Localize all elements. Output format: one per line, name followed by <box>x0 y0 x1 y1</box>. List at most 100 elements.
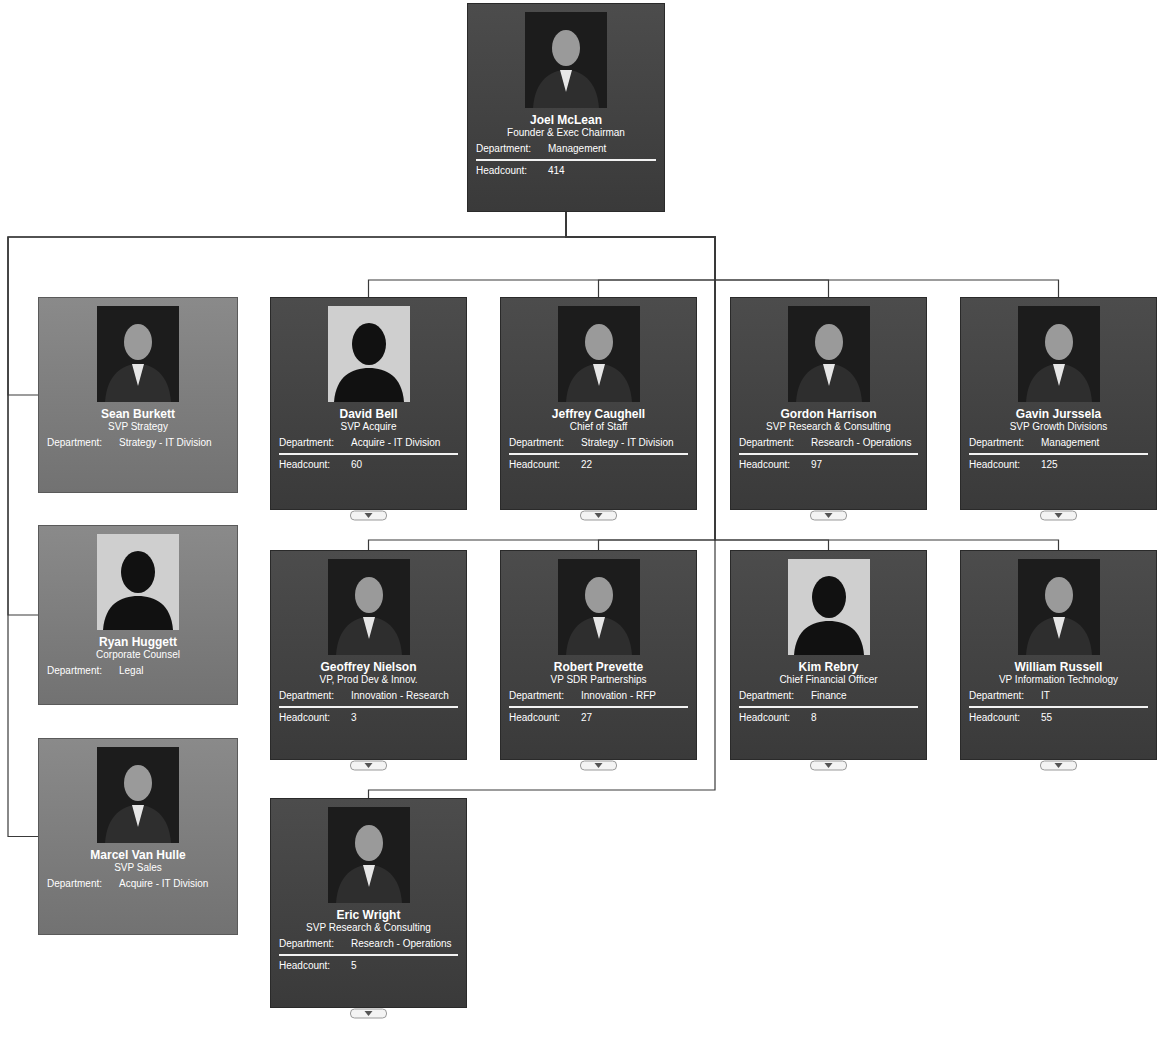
toggle-arrow <box>365 513 373 518</box>
field-row: Department:Strategy - IT Division <box>47 437 229 449</box>
field-row: Department:Legal <box>47 665 229 677</box>
portrait-photo <box>1018 559 1100 655</box>
job-title: VP Information Technology <box>969 674 1148 686</box>
silhouette-head <box>121 551 155 593</box>
photo-ground <box>525 12 607 108</box>
portrait-photo <box>558 306 640 402</box>
person-name: William Russell <box>969 660 1148 674</box>
portrait-photo <box>97 747 179 843</box>
field-label: Department: <box>969 690 1035 702</box>
field-value: Strategy - IT Division <box>575 437 688 449</box>
portrait-shirt <box>593 364 605 386</box>
portrait-shirt <box>363 865 375 887</box>
photo-ground <box>328 807 410 903</box>
field-label: Headcount: <box>279 712 345 724</box>
toggle-tab <box>811 511 847 520</box>
field-row: Headcount:8 <box>739 712 918 724</box>
portrait-photo <box>328 807 410 903</box>
portrait-photo <box>788 306 870 402</box>
divider-rule <box>279 954 458 956</box>
field-value: Acquire - IT Division <box>345 437 458 449</box>
person-card: Joel McLeanFounder & Exec ChairmanDepart… <box>467 3 665 212</box>
field-value: 22 <box>575 459 688 471</box>
portrait-head <box>815 324 843 360</box>
portrait-shirt <box>823 364 835 386</box>
field-label: Department: <box>739 690 805 702</box>
person-card: Gordon HarrisonSVP Research & Consulting… <box>730 297 927 510</box>
portrait-shirt <box>132 805 144 827</box>
portrait-jacket <box>796 364 862 402</box>
photo-ground <box>97 747 179 843</box>
job-title: VP SDR Partnerships <box>509 674 688 686</box>
field-value: 97 <box>805 459 918 471</box>
photo-ground <box>788 559 870 655</box>
person-name: Gordon Harrison <box>739 407 918 421</box>
toggle-arrow <box>1055 763 1063 768</box>
person-card: David BellSVP AcquireDepartment:Acquire … <box>270 297 467 510</box>
field-row: Department:Management <box>476 143 656 155</box>
portrait-photo <box>525 12 607 108</box>
portrait-jacket <box>566 364 632 402</box>
field-value: Acquire - IT Division <box>113 878 229 890</box>
portrait-jacket <box>105 364 171 402</box>
field-value: 3 <box>345 712 458 724</box>
field-value: Finance <box>805 690 918 702</box>
field-value: 5 <box>345 960 458 972</box>
field-value: 414 <box>542 165 656 177</box>
job-title: SVP Acquire <box>279 421 458 433</box>
toggle-arrow <box>595 513 603 518</box>
portrait-head <box>1045 577 1073 613</box>
field-row: Department:Acquire - IT Division <box>279 437 458 449</box>
field-row: Headcount:97 <box>739 459 918 471</box>
photo-ground <box>97 306 179 402</box>
field-label: Department: <box>509 437 575 449</box>
field-value: Legal <box>113 665 229 677</box>
toggle-arrow <box>365 763 373 768</box>
toggle-tab <box>581 761 617 770</box>
field-row: Headcount:60 <box>279 459 458 471</box>
photo-ground <box>1018 306 1100 402</box>
job-title: SVP Sales <box>47 862 229 874</box>
reporting-line <box>566 212 1059 297</box>
person-card: Jeffrey CaughellChief of StaffDepartment… <box>500 297 697 510</box>
job-title: SVP Research & Consulting <box>279 922 458 934</box>
toggle-tab <box>1041 761 1077 770</box>
field-value: Innovation - Research <box>345 690 458 702</box>
reporting-line <box>566 212 829 297</box>
field-value: 27 <box>575 712 688 724</box>
person-name: Eric Wright <box>279 908 458 922</box>
field-label: Headcount: <box>739 712 805 724</box>
job-title: SVP Research & Consulting <box>739 421 918 433</box>
portrait-jacket <box>533 70 599 108</box>
field-label: Department: <box>47 878 113 890</box>
toggle-arrow <box>1055 513 1063 518</box>
portrait-head <box>1045 324 1073 360</box>
portrait-shirt <box>1053 617 1065 639</box>
field-label: Headcount: <box>279 459 345 471</box>
portrait-jacket <box>566 617 632 655</box>
field-value: 55 <box>1035 712 1148 724</box>
photo-ground <box>328 559 410 655</box>
field-label: Headcount: <box>969 459 1035 471</box>
photo-ground <box>788 306 870 402</box>
portrait-head <box>355 577 383 613</box>
toggle-tab <box>351 511 387 520</box>
silhouette-body <box>103 596 173 630</box>
person-card: Gavin JursselaSVP Growth DivisionsDepart… <box>960 297 1157 510</box>
portrait-shirt <box>363 617 375 639</box>
field-label: Department: <box>47 665 113 677</box>
field-label: Department: <box>47 437 113 449</box>
toggle-tab <box>351 761 387 770</box>
portrait-photo <box>97 306 179 402</box>
field-row: Department:Research - Operations <box>739 437 918 449</box>
job-title: VP, Prod Dev & Innov. <box>279 674 458 686</box>
divider-rule <box>739 453 918 455</box>
portrait-photo <box>1018 306 1100 402</box>
photo-ground <box>558 559 640 655</box>
portrait-photo <box>97 534 179 630</box>
field-label: Department: <box>279 437 345 449</box>
person-name: Marcel Van Hulle <box>47 848 229 862</box>
field-value: Innovation - RFP <box>575 690 688 702</box>
portrait-jacket <box>105 805 171 843</box>
portrait-photo <box>328 306 410 402</box>
